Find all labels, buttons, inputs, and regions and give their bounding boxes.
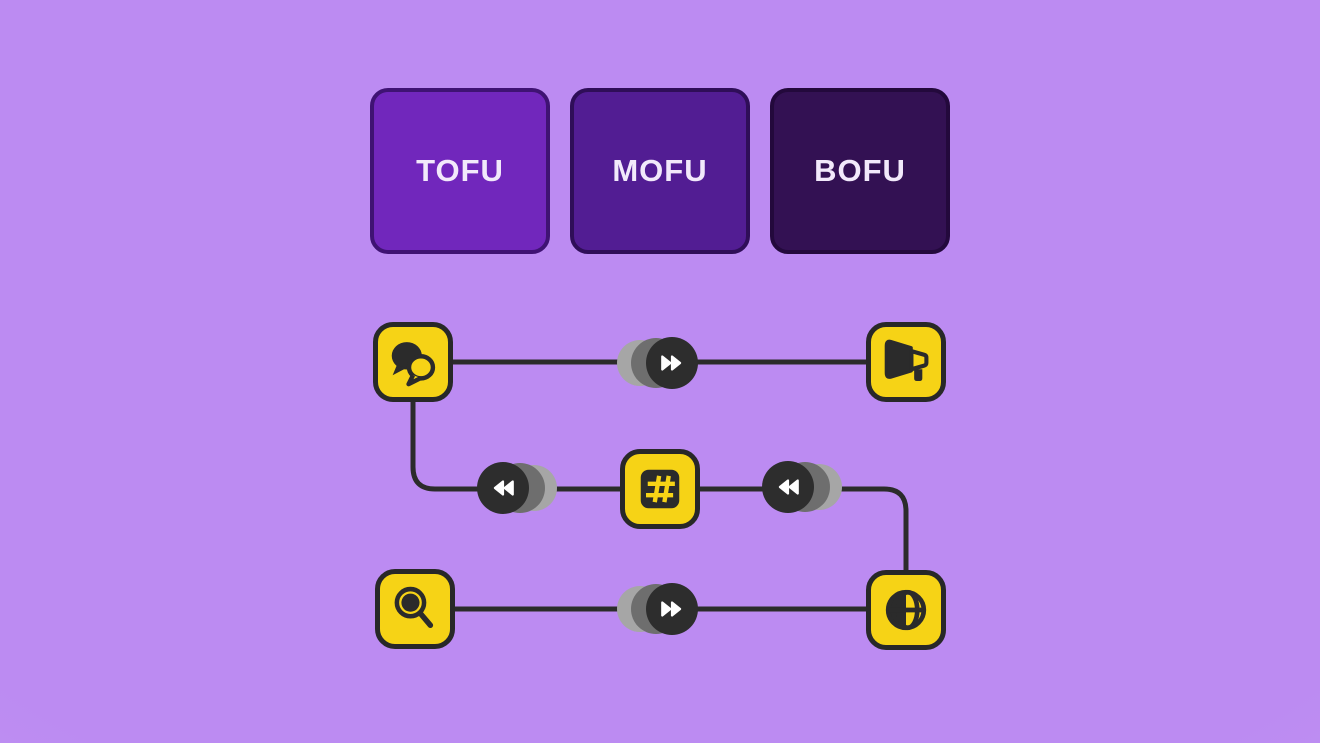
hashtag-node bbox=[620, 449, 700, 529]
fast-forward-icon bbox=[646, 583, 698, 635]
globe-node bbox=[866, 570, 946, 650]
funnel-stage-mofu: MOFU bbox=[570, 88, 750, 254]
connector-hashtag-to-globe bbox=[700, 486, 909, 572]
funnel-stage-label: MOFU bbox=[612, 153, 708, 188]
megaphone-node bbox=[866, 322, 946, 402]
rewind-button bbox=[736, 461, 846, 513]
fast-forward-button bbox=[615, 583, 725, 635]
funnel-stage-label: BOFU bbox=[814, 153, 906, 188]
chat-icon bbox=[391, 342, 436, 387]
connector-chat-to-hashtag bbox=[410, 400, 620, 492]
rewind-icon bbox=[477, 462, 529, 514]
funnel-stage-bofu: BOFU bbox=[770, 88, 950, 254]
fast-forward-icon bbox=[646, 337, 698, 389]
search-node bbox=[375, 569, 455, 649]
funnel-stage-tofu: TOFU bbox=[370, 88, 550, 254]
rewind-button bbox=[451, 462, 561, 514]
megaphone-icon bbox=[884, 339, 929, 382]
hashtag-icon bbox=[640, 469, 680, 509]
fast-forward-button bbox=[615, 337, 725, 389]
search-icon bbox=[394, 586, 434, 629]
chat-node bbox=[373, 322, 453, 402]
globe-icon bbox=[885, 589, 927, 631]
funnel-stage-label: TOFU bbox=[416, 153, 504, 188]
rewind-icon bbox=[762, 461, 814, 513]
